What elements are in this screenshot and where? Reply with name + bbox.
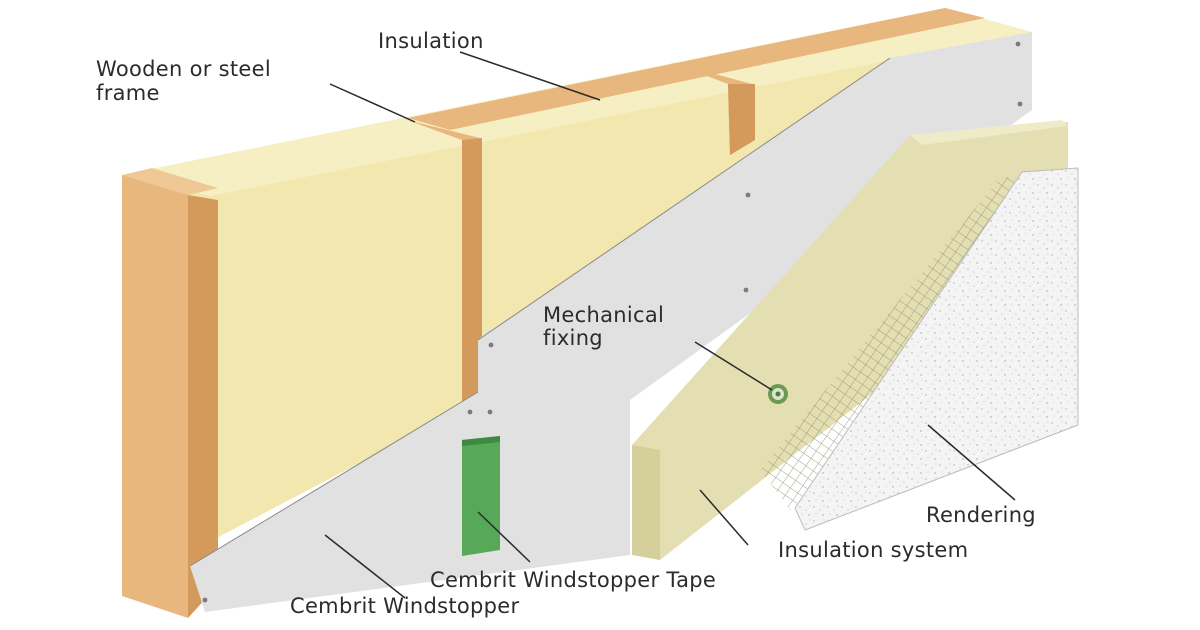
stud-left-top (122, 168, 218, 195)
mechanical-fixing-icon (768, 384, 788, 404)
frame-label-line2: frame (96, 81, 160, 105)
rendering-label: Rendering (926, 503, 1036, 527)
mechanical-fixing-label-line1: Mechanical (543, 303, 664, 327)
windstopper-label: Cembrit Windstopper (290, 594, 520, 618)
insulation-system-label: Insulation system (778, 538, 968, 562)
rendering-layer (794, 167, 1079, 531)
windstopper-tape-label: Cembrit Windstopper Tape (430, 568, 716, 592)
top-plate (408, 8, 985, 130)
insulation-label: Insulation (378, 29, 484, 53)
stud-left-side (188, 195, 218, 618)
stud-middle-side (462, 138, 482, 426)
windstopper-board-lower (190, 328, 630, 612)
board-screws (202, 41, 1023, 603)
windstopper-tape (462, 436, 500, 556)
mechanical-fixing-label-line2: fixing (543, 326, 603, 350)
stud-left-front (122, 175, 188, 618)
frame-label-line1: Wooden or steel (96, 57, 271, 81)
leader-lines (324, 51, 1016, 599)
windstopper-board-upper (478, 32, 1032, 400)
insulation-system-top (910, 120, 1068, 145)
insulation-system-edge (632, 445, 660, 560)
stud-right-side (728, 84, 755, 155)
